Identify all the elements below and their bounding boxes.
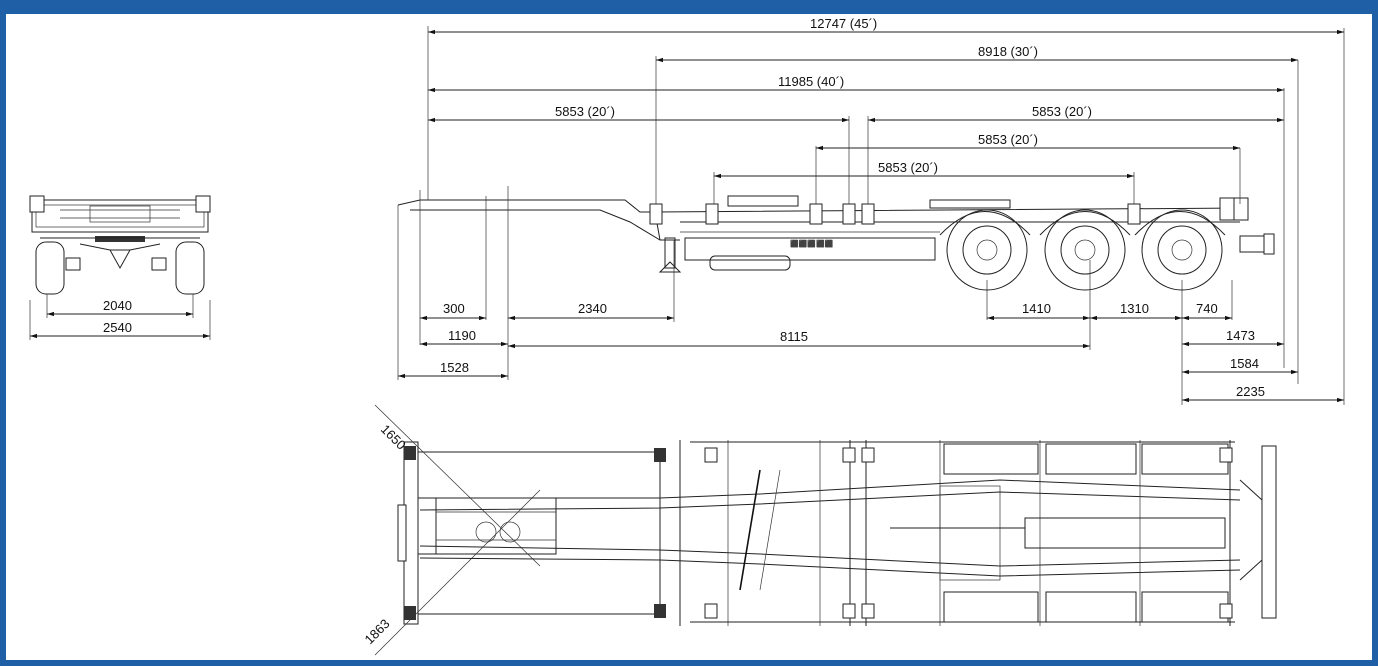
dim-1473: 1473 [1226,328,1255,343]
dim-12747: 12747 (45´) [810,16,877,31]
dim-1190: 1190 [448,328,476,343]
dim-8918: 8918 (30´) [978,44,1038,59]
dim-2540: 2540 [103,320,132,335]
front-view: 2040 2540 [29,195,211,340]
dim-1584: 1584 [1230,356,1259,371]
dim-300: 300 [443,301,465,316]
dim-2040: 2040 [103,298,132,313]
dim-2235: 2235 [1236,384,1265,399]
dim-740: 740 [1196,301,1218,316]
dim-5853-d: 5853 (20´) [878,160,938,175]
dim-1528: 1528 [440,360,469,375]
dim-5853-a: 5853 (20´) [555,104,615,119]
brand-plate: ⬛⬛⬛⬛⬛ [790,239,834,248]
dim-5853-b: 5853 (20´) [1032,104,1092,119]
frame-header-bar [0,0,1378,14]
dim-2340: 2340 [578,301,607,316]
side-view: ⬛⬛⬛⬛⬛ [397,16,1345,405]
dim-1410: 1410 [1022,301,1051,316]
dim-8115: 8115 [780,329,808,344]
dim-5853-c: 5853 (20´) [978,132,1038,147]
plan-view: 1650 1863 [362,404,1277,656]
dim-1310: 1310 [1120,301,1149,316]
dim-11985: 11985 (40´) [778,74,844,89]
